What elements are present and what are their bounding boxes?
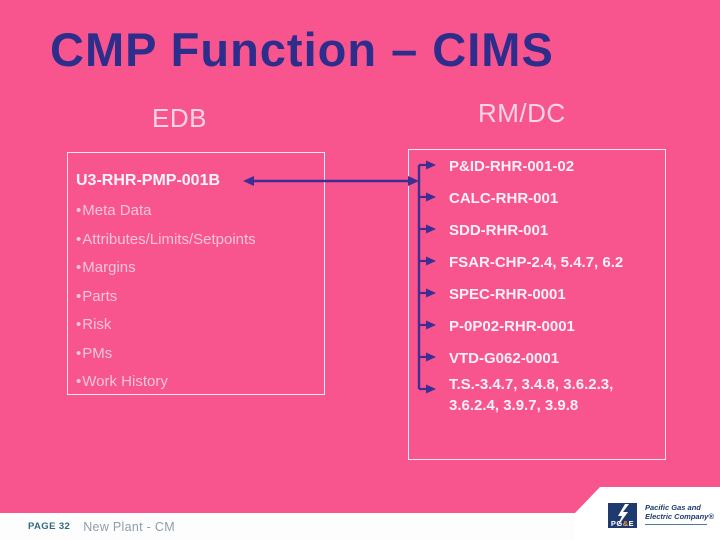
edb-list-item: •Parts bbox=[76, 283, 318, 312]
edb-item-label: Attributes/Limits/Setpoints bbox=[82, 230, 256, 248]
rmdc-item-label: SPEC-RHR-0001 bbox=[449, 285, 566, 303]
edb-list-item: •PMs bbox=[76, 340, 318, 369]
footer-subtitle: New Plant - CM bbox=[83, 519, 175, 534]
edb-list-item: •Margins bbox=[76, 254, 318, 283]
edb-item-label: Meta Data bbox=[82, 202, 152, 219]
edb-item-label: Parts bbox=[82, 287, 118, 305]
rmdc-item-label: FSAR-CHP-2.4, 5.4.7, 6.2 bbox=[449, 253, 624, 271]
edb-list-item: •Risk bbox=[76, 311, 318, 340]
edb-bullet-list: •Meta Data •Attributes/Limits/Setpoints … bbox=[76, 197, 318, 397]
rmdc-item-list: P&ID-RHR-001-02 CALC-RHR-001 SDD-RHR-001… bbox=[409, 150, 665, 416]
pge-monogram: PG&E bbox=[610, 519, 635, 528]
rmdc-item-label: P&ID-RHR-001-02 bbox=[449, 157, 575, 175]
edb-item-label: Risk bbox=[82, 316, 112, 333]
bullet-glyph: • bbox=[76, 316, 82, 333]
rmdc-list-item: P&ID-RHR-001-02 bbox=[449, 150, 661, 182]
rmdc-box: P&ID-RHR-001-02 CALC-RHR-001 SDD-RHR-001… bbox=[408, 149, 666, 460]
edb-box: U3-RHR-PMP-001B •Meta Data •Attributes/L… bbox=[67, 152, 325, 395]
rmdc-item-label: T.S.-3.4.7, 3.4.8, 3.6.2.3, 3.6.2.4, 3.9… bbox=[449, 376, 614, 414]
logo-underline bbox=[645, 524, 707, 525]
edb-column-header: EDB bbox=[152, 103, 207, 133]
company-line1: Pacific Gas and bbox=[645, 503, 701, 512]
edb-item-label: Work History bbox=[82, 373, 168, 390]
pge-logo-icon: PG&E bbox=[608, 503, 637, 528]
page-number-label: PAGE 32 bbox=[28, 521, 71, 532]
rmdc-item-label: CALC-RHR-001 bbox=[449, 189, 559, 207]
rmdc-item-label: SDD-RHR-001 bbox=[449, 221, 549, 239]
rmdc-list-item: P-0P02-RHR-0001 bbox=[449, 310, 661, 342]
rmdc-list-item: CALC-RHR-001 bbox=[449, 182, 661, 214]
bullet-glyph: • bbox=[76, 344, 82, 362]
rmdc-list-item: SDD-RHR-001 bbox=[449, 214, 661, 246]
bullet-glyph: • bbox=[76, 230, 82, 248]
rmdc-list-item: FSAR-CHP-2.4, 5.4.7, 6.2 bbox=[449, 246, 661, 278]
edb-list-item: •Meta Data bbox=[76, 197, 318, 226]
bullet-glyph: • bbox=[76, 287, 82, 305]
edb-box-title: U3-RHR-PMP-001B bbox=[76, 172, 221, 189]
slide-title: CMP Function – CIMS bbox=[50, 23, 554, 76]
edb-item-label: Margins bbox=[82, 259, 136, 276]
rmdc-list-item: T.S.-3.4.7, 3.4.8, 3.6.2.3, 3.6.2.4, 3.9… bbox=[449, 374, 661, 416]
bullet-glyph: • bbox=[76, 259, 82, 276]
rmdc-column-header: RM/DC bbox=[478, 98, 566, 128]
bullet-glyph: • bbox=[76, 202, 82, 219]
lightning-bolt-icon bbox=[617, 504, 629, 527]
edb-list-item: •Attributes/Limits/Setpoints bbox=[76, 226, 318, 255]
company-line2: Electric Company® bbox=[645, 511, 714, 521]
rmdc-item-label: VTD-G062-0001 bbox=[449, 349, 560, 367]
rmdc-list-item: VTD-G062-0001 bbox=[449, 342, 661, 374]
rmdc-item-label: P-0P02-RHR-0001 bbox=[449, 317, 575, 335]
edb-list-item: •Work History bbox=[76, 368, 318, 397]
pge-ampersand: & bbox=[622, 519, 629, 528]
edb-item-label: PMs bbox=[82, 344, 113, 362]
pge-logo-block: PG&E Pacific Gas and Electric Company® bbox=[575, 487, 720, 540]
pge-company-name: Pacific Gas and Electric Company® bbox=[645, 503, 714, 525]
rmdc-list-item: SPEC-RHR-0001 bbox=[449, 278, 661, 310]
bullet-glyph: • bbox=[76, 373, 82, 390]
